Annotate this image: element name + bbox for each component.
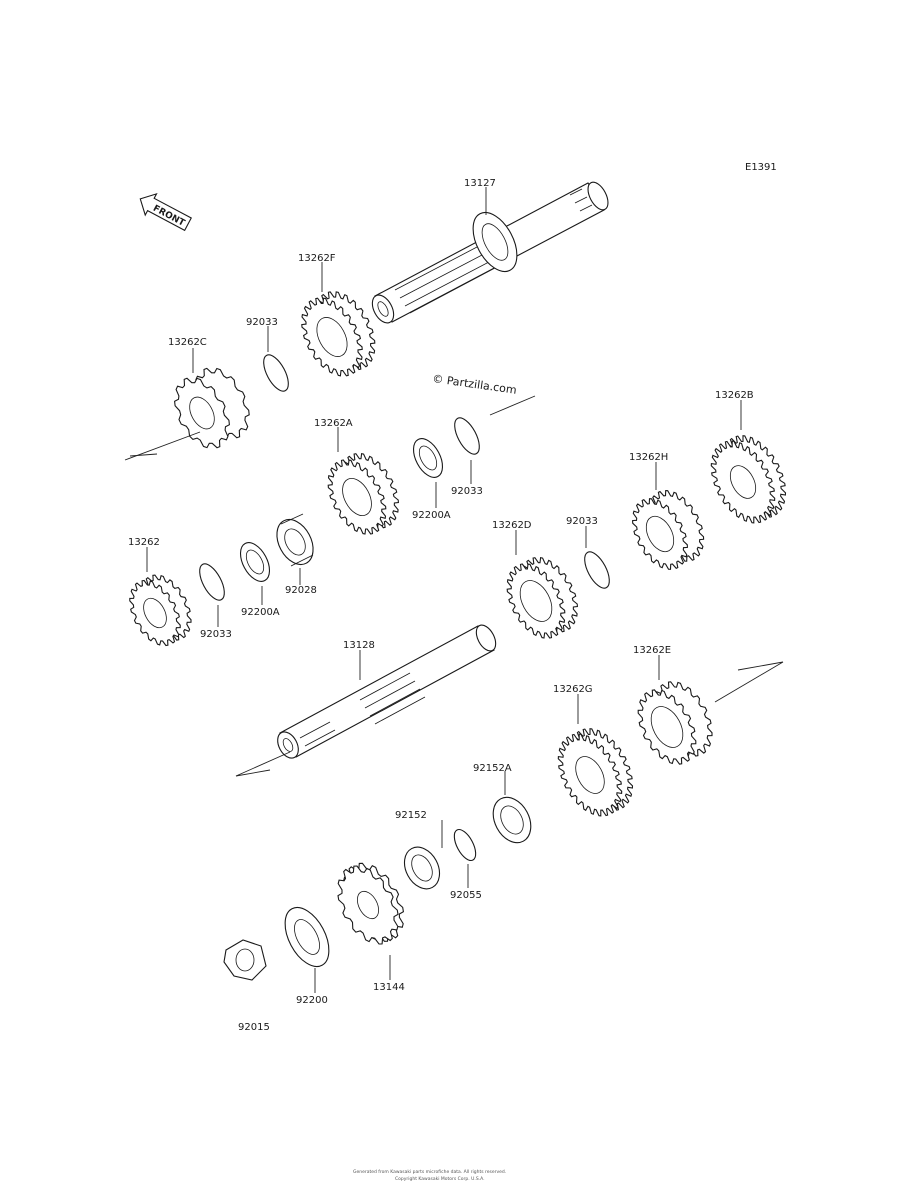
gear-13262G [557, 728, 634, 817]
gear-13262H [632, 490, 705, 570]
washer-92200 [284, 906, 330, 968]
circlip-92033-d [199, 563, 225, 601]
gear-13262A [327, 453, 399, 535]
label-13262C: 13262C [168, 337, 207, 348]
gear-13262D-hub [519, 580, 553, 622]
gear-13262 [129, 574, 192, 647]
circlip-92033-b [454, 417, 480, 455]
circlip-92033-a [263, 354, 289, 392]
label-13128: 13128 [343, 640, 375, 651]
gear-13262B-hub [729, 465, 757, 499]
gear-13262B [710, 435, 787, 524]
gear-group [129, 291, 787, 945]
label-92028: 92028 [285, 585, 317, 596]
gear-13262C-hub [189, 396, 215, 430]
gear-13262E-hub [650, 706, 684, 748]
o-ring-92055 [453, 828, 477, 862]
circlip-92033-c [584, 551, 610, 589]
label-92033-a: 92033 [246, 317, 278, 328]
label-13127: 13127 [464, 178, 496, 189]
footer-line-1: Generated from Kawasaki parts microfiche… [353, 1169, 506, 1175]
bearing-92028 [276, 513, 314, 567]
gear-13262D-front-face [506, 563, 566, 639]
gear-13262D [506, 557, 578, 639]
watermark: © Partzilla.com [432, 372, 518, 397]
washer-92200A-a [412, 438, 444, 478]
gear-13262E-front-face [637, 689, 697, 765]
gear-13262F-hub [316, 317, 348, 357]
label-13262: 13262 [128, 537, 160, 548]
output-shaft-13128 [277, 624, 497, 759]
gear-13262H-hub [645, 515, 675, 553]
gear-13262C [174, 367, 250, 449]
label-13262B: 13262B [715, 390, 754, 401]
label-13262F: 13262F [298, 253, 336, 264]
footer-line-2: Copyright Kawasaki Motors Corp. U.S.A. [395, 1176, 485, 1182]
gear-13262C-front-face [174, 377, 230, 449]
part-labels: 13127 13262F 92033 13262C 13262A 92200A … [128, 178, 754, 1033]
label-92152: 92152 [395, 810, 427, 821]
label-92015: 92015 [238, 1022, 270, 1033]
label-13262D: 13262D [492, 520, 532, 531]
front-arrow-icon: FRONT [139, 192, 192, 232]
gear-13262A-hub [342, 478, 372, 516]
label-92033-b: 92033 [451, 486, 483, 497]
label-13262G: 13262G [553, 684, 593, 695]
label-92200: 92200 [296, 995, 328, 1006]
washer-92200A-b [239, 542, 271, 582]
leader-lines [146, 187, 742, 993]
bushing-92152A [492, 796, 532, 844]
sprocket-13144-hub [357, 890, 379, 920]
gear-13262G-front-face [557, 733, 623, 817]
label-92055: 92055 [450, 890, 482, 901]
gear-13262E [637, 681, 713, 765]
input-shaft-13127 [371, 181, 609, 324]
label-13262H: 13262H [629, 452, 668, 463]
nut-92015 [223, 939, 267, 981]
label-92200A-b: 92200A [241, 607, 280, 618]
sprocket-13144 [337, 862, 405, 945]
gear-13262A-front-face [327, 459, 387, 535]
gear-13262G-hub [575, 756, 605, 794]
label-13262A: 13262A [314, 418, 353, 429]
label-92200A-a: 92200A [412, 510, 451, 521]
axis-lines [124, 395, 784, 777]
gear-13262H-front-face [632, 498, 688, 570]
label-92033-c: 92033 [566, 516, 598, 527]
sprocket-13144-front-face [337, 865, 399, 945]
label-13262E: 13262E [633, 645, 671, 656]
gear-13262F [301, 291, 376, 377]
gear-13262-front-face [129, 579, 181, 647]
diagram-id: E1391 [745, 162, 777, 173]
gear-13262-hub [143, 597, 167, 629]
gear-13262B-front-face [710, 440, 776, 524]
label-92152A: 92152A [473, 763, 512, 774]
gear-13262F-front-face [301, 297, 363, 377]
label-13144: 13144 [373, 982, 405, 993]
bushing-92152 [403, 846, 441, 890]
label-92033-d: 92033 [200, 629, 232, 640]
